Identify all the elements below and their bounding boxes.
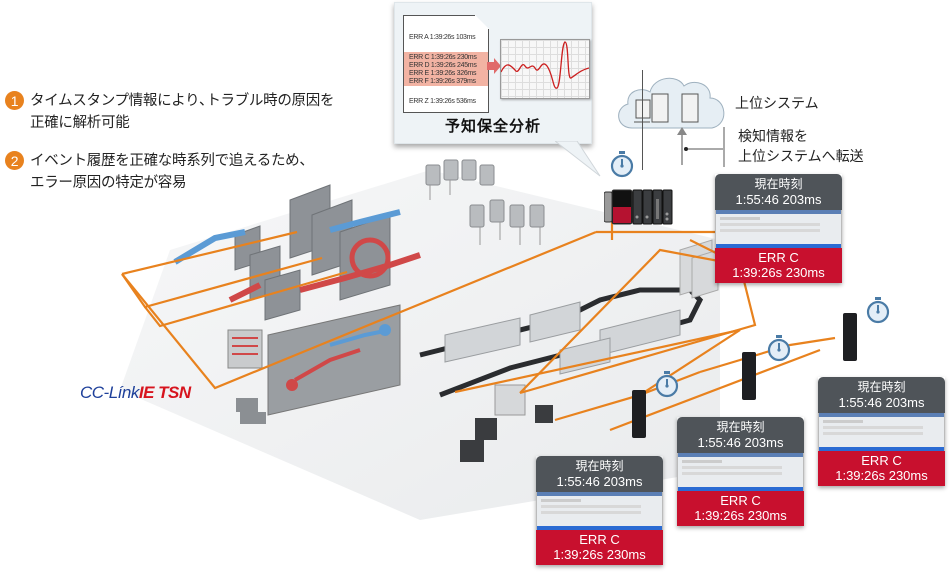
current-time-header: 現在時刻 1:55:46 203ms — [677, 417, 804, 453]
log-line: ERR E 1:39:26s 326ms — [409, 70, 477, 77]
highlighted-errors — [404, 52, 488, 86]
predictive-maintenance-callout: ERR A 1:39:26s 103ms ERR C 1:39:26s 230m… — [394, 2, 592, 144]
error-log-document: ERR A 1:39:26s 103ms ERR C 1:39:26s 230m… — [403, 15, 489, 113]
log-line: ERR F 1:39:26s 379ms — [409, 78, 476, 85]
feature-1: 1 タイムスタンプ情報により､トラブル時の原因を 正確に解析可能 — [5, 90, 334, 134]
remote-io-unit — [742, 352, 756, 400]
logo-text-cclink: CC-Línk — [80, 383, 139, 402]
transfer-label: 検知情報を 上位システムへ転送 — [738, 127, 864, 167]
arrow-right-icon — [487, 58, 501, 74]
event-history-screenshot — [536, 492, 663, 530]
error-info: ERR C 1:39:26s 230ms — [818, 451, 945, 486]
error-info: ERR C 1:39:26s 230ms — [715, 248, 842, 283]
log-line: ERR A 1:39:26s 103ms — [409, 34, 476, 41]
error-timestamp: 1:39:26s 230ms — [694, 508, 787, 523]
status-card: 現在時刻 1:55:46 203ms ERR C 1:39:26s 230ms — [818, 377, 945, 486]
remote-io-unit — [632, 390, 646, 438]
remote-io-unit — [843, 313, 857, 361]
feature-number-badge: 2 — [5, 151, 24, 170]
callout-title: 予知保全分析 — [444, 117, 541, 135]
error-timestamp: 1:39:26s 230ms — [553, 547, 646, 562]
error-timestamp: 1:39:26s 230ms — [732, 265, 825, 280]
event-history-screenshot — [715, 210, 842, 248]
plc-controller — [604, 189, 673, 225]
stopwatch-icon — [767, 335, 791, 362]
current-time-value: 1:55:46 203ms — [838, 395, 925, 410]
log-line: ERR Z 1:39:26s 536ms — [409, 98, 476, 105]
current-time-label: 現在時刻 — [575, 459, 624, 473]
current-time-label: 現在時刻 — [857, 380, 906, 394]
status-card: 現在時刻 1:55:46 203ms ERR C 1:39:26s 230ms — [715, 174, 842, 283]
error-code: ERR C — [861, 453, 902, 468]
feature-text-line: エラー原因の特定が容易 — [30, 175, 187, 191]
current-time-label: 現在時刻 — [754, 177, 803, 191]
document-fold — [475, 15, 489, 29]
host-system-label: 上位システム — [735, 96, 819, 112]
feature-text-line: タイムスタンプ情報により､トラブル時の原因を — [30, 93, 335, 109]
waveform-line — [500, 41, 590, 89]
host-connection-line — [642, 70, 643, 170]
event-history-screenshot — [677, 453, 804, 491]
waveform-graph — [500, 39, 590, 99]
error-code: ERR C — [758, 250, 799, 265]
error-code: ERR C — [579, 532, 620, 547]
log-line: ERR C 1:39:26s 230ms — [409, 54, 477, 61]
feature-number-badge: 1 — [5, 91, 24, 110]
stopwatch-icon — [610, 151, 634, 178]
logo-text-ie-tsn: IE TSN — [138, 383, 191, 402]
feature-text-line: イベント履歴を正確な時系列で追えるため、 — [30, 153, 314, 169]
feature-2: 2 イベント履歴を正確な時系列で追えるため、 エラー原因の特定が容易 — [5, 150, 314, 194]
current-time-label: 現在時刻 — [716, 420, 765, 434]
status-card: 現在時刻 1:55:46 203ms ERR C 1:39:26s 230ms — [536, 456, 663, 565]
error-code: ERR C — [720, 493, 761, 508]
stopwatch-icon — [655, 371, 679, 398]
upload-arrow — [677, 127, 725, 167]
error-info: ERR C 1:39:26s 230ms — [677, 491, 804, 526]
log-line: ERR D 1:39:26s 245ms — [409, 62, 477, 69]
current-time-header: 現在時刻 1:55:46 203ms — [536, 456, 663, 492]
transfer-label-line: 上位システムへ転送 — [738, 149, 864, 165]
cc-link-ie-tsn-logo: CC-LínkIE TSN — [80, 383, 191, 403]
server-icon — [635, 93, 699, 123]
feature-text-line: 正確に解析可能 — [30, 115, 130, 131]
event-history-screenshot — [818, 413, 945, 451]
current-time-header: 現在時刻 1:55:46 203ms — [715, 174, 842, 210]
transfer-label-line: 検知情報を — [738, 129, 808, 145]
current-time-header: 現在時刻 1:55:46 203ms — [818, 377, 945, 413]
callout-tail — [555, 141, 601, 177]
stopwatch-icon — [866, 297, 890, 324]
error-timestamp: 1:39:26s 230ms — [835, 468, 928, 483]
current-time-value: 1:55:46 203ms — [735, 192, 822, 207]
cloud-icon — [618, 77, 725, 129]
current-time-value: 1:55:46 203ms — [556, 474, 643, 489]
current-time-value: 1:55:46 203ms — [697, 435, 784, 450]
error-info: ERR C 1:39:26s 230ms — [536, 530, 663, 565]
status-card: 現在時刻 1:55:46 203ms ERR C 1:39:26s 230ms — [677, 417, 804, 526]
